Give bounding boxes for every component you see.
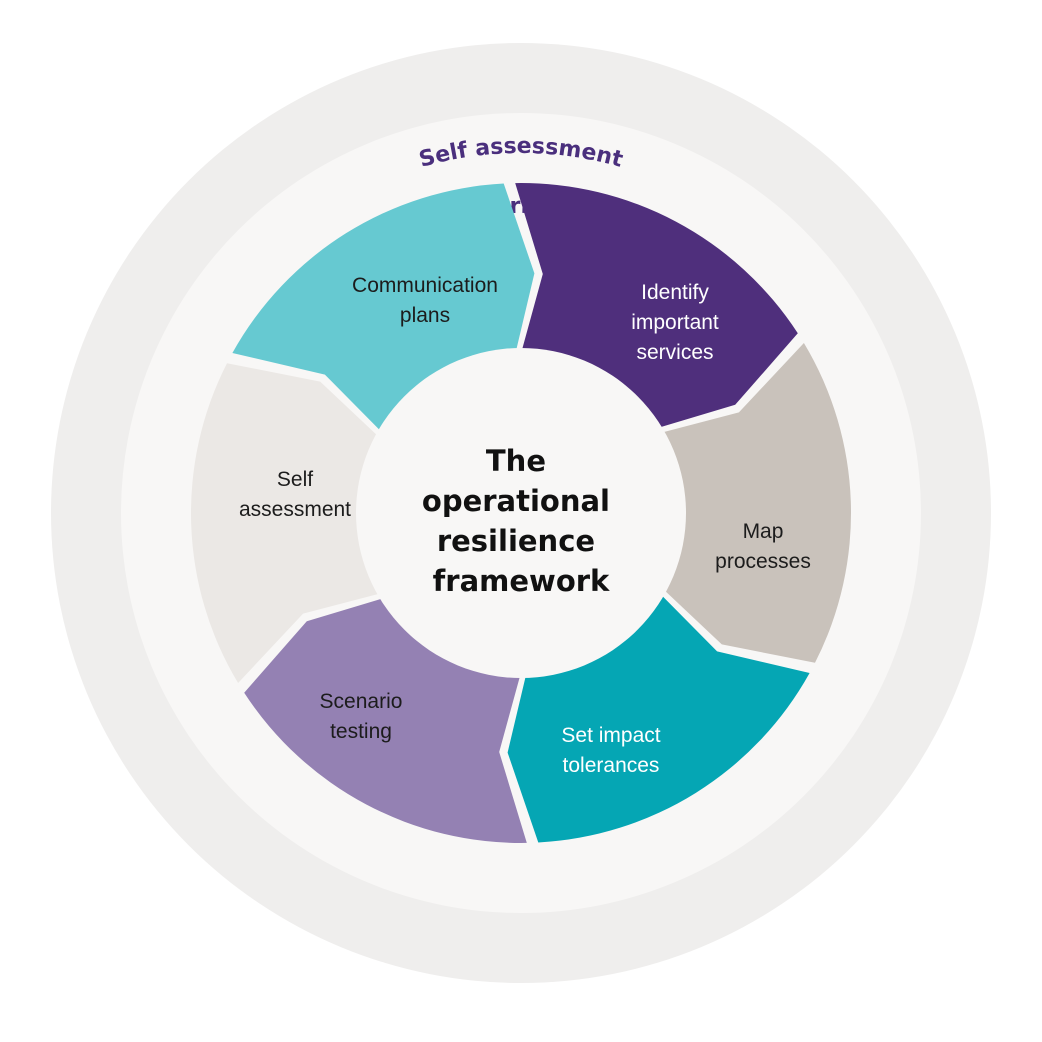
segment-self-assessment: [190, 363, 393, 683]
segment-label-line: Identify: [641, 281, 709, 304]
segment-label-line: Set impact: [561, 724, 660, 747]
segment-label-line: Scenario: [320, 690, 403, 713]
segment-label-set-impact-tolerances: Set impact tolerances: [561, 724, 660, 777]
segment-label-line: assessment: [239, 498, 351, 521]
segment-label-self-assessment: Self assessment: [239, 468, 351, 521]
segment-label-line: Self: [277, 468, 313, 491]
segment-label-line: Communication: [352, 274, 498, 297]
segment-label-line: Map: [743, 520, 784, 543]
segment-label-line: plans: [400, 304, 450, 327]
segment-label-line: important: [631, 311, 719, 334]
segment-label-line: processes: [715, 550, 811, 573]
segment-label-identify-important-services: Identify important services: [631, 281, 719, 364]
segment-label-communication-plans: Communication plans: [352, 274, 498, 327]
segment-label-line: tolerances: [563, 754, 660, 777]
segment-label-scenario-testing: Scenario testing: [320, 690, 403, 743]
center-title-line: The: [486, 444, 546, 478]
center-title-line: framework: [433, 564, 610, 598]
segment-label-line: services: [636, 341, 713, 364]
center-title: The operational resilience framework: [422, 444, 620, 598]
center-disc: [356, 348, 686, 678]
center-title-line: resilience: [437, 524, 595, 558]
segment-map-processes: [649, 343, 852, 663]
center-title-line: operational: [422, 484, 610, 518]
segment-label-map-processes: Map processes: [715, 520, 811, 573]
segment-label-line: testing: [330, 720, 392, 743]
